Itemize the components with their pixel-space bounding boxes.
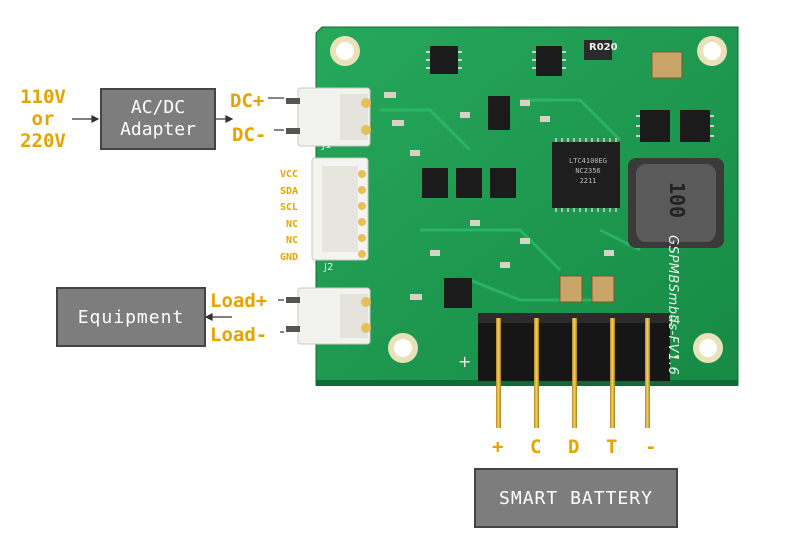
load-minus-label: Load- (210, 324, 268, 346)
battery-pin-plus: + (492, 436, 504, 458)
flow-arrows (72, 115, 234, 321)
pin-nc-1: NC (285, 218, 298, 230)
adapter-box: AC/DC Adapter (100, 88, 216, 150)
pin-nc-2: NC (285, 235, 298, 246)
main-ic-chip (552, 138, 620, 212)
smbus-pin-labels: VCC SDA SCL NC NC GND (272, 167, 298, 266)
chip-marking-line: NC2356 (575, 167, 601, 175)
chip-marking-line: LTC4100EG (569, 157, 607, 165)
battery-pin-t: T (606, 436, 618, 458)
mounting-hole (330, 36, 360, 66)
equipment-box: Equipment (56, 287, 206, 347)
chip-marking: LTC4100EG NC2356 2211 (560, 156, 616, 186)
voltage-110: 110V (20, 86, 66, 108)
voltage-220: 220V (20, 130, 66, 152)
adapter-label-line1: AC/DC (130, 97, 186, 118)
input-voltage-label: 110V or 220V (14, 86, 72, 152)
j1-connector (286, 87, 371, 147)
resistor-label: R020 (589, 42, 618, 53)
header-minus-label: - (674, 346, 680, 365)
inductor (628, 158, 724, 248)
load-connector (286, 287, 371, 345)
smart-battery-box: SMART BATTERY (474, 468, 678, 528)
j2-connector (311, 157, 369, 261)
header-plus-label: + (458, 352, 472, 371)
battery-header (478, 313, 670, 428)
j1-label: J1 (322, 140, 332, 151)
pin-sda: SDA (279, 185, 298, 197)
pin-vcc: VCC (279, 169, 298, 180)
mounting-hole (388, 333, 418, 363)
load-plus-label: Load+ (210, 290, 268, 312)
j4-label: J4 (670, 314, 681, 327)
dc-minus-label: DC- (232, 124, 267, 146)
j2-label: J2 (324, 262, 334, 273)
inductor-value: 100 (665, 181, 689, 219)
pin-gnd: GND (279, 251, 298, 263)
battery-pin-minus: - (645, 436, 657, 458)
dc-plus-label: DC+ (230, 90, 265, 112)
chip-marking-line: 2211 (579, 177, 597, 185)
battery-pin-d: D (568, 436, 580, 458)
mounting-hole (697, 36, 727, 66)
battery-pin-c: C (530, 436, 542, 458)
mounting-hole (693, 333, 723, 363)
adapter-label-line2: Adapter (120, 119, 196, 140)
pin-scl: SCL (279, 202, 298, 213)
voltage-or: or (31, 108, 55, 130)
